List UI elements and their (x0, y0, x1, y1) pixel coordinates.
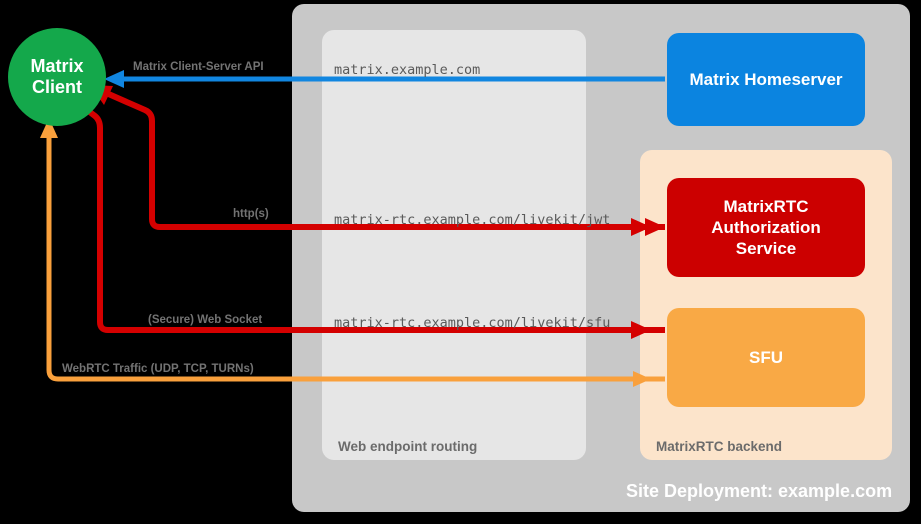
web-endpoint-routing-container (322, 30, 586, 460)
node-matrixrtc-authorization-service[interactable]: MatrixRTC Authorization Service (667, 178, 865, 277)
sfu-label: SFU (749, 347, 783, 367)
auth-label-line2: Authorization (711, 217, 821, 237)
caption-matrixrtc-backend: MatrixRTC backend (656, 439, 783, 454)
endpoint-url-jwt: matrix-rtc.example.com/livekit/jwt (334, 212, 611, 228)
node-matrix-homeserver[interactable]: Matrix Homeserver (667, 33, 865, 126)
client-label-line1: Matrix (30, 56, 84, 77)
flow-label-https: http(s) (233, 208, 269, 220)
auth-label-line1: MatrixRTC (723, 196, 809, 216)
caption-web-endpoint-routing: Web endpoint routing (338, 439, 478, 454)
caption-site-deployment: Site Deployment: example.com (626, 481, 893, 501)
node-sfu[interactable]: SFU (667, 308, 865, 407)
client-label-line2: Client (31, 77, 82, 97)
node-matrix-client[interactable]: Matrix Client (8, 28, 106, 126)
endpoint-url-matrix: matrix.example.com (334, 62, 481, 78)
homeserver-label: Matrix Homeserver (689, 69, 843, 89)
flow-label-cs-api: Matrix Client-Server API (133, 61, 264, 73)
flow-cs-api-arrow (104, 70, 665, 88)
flow-webrtc-arrow (40, 118, 665, 387)
auth-label-line3: Service (735, 239, 797, 259)
endpoint-url-sfu: matrix-rtc.example.com/livekit/sfu (334, 315, 611, 331)
flow-label-websocket: (Secure) Web Socket (148, 314, 263, 326)
flow-label-webrtc: WebRTC Traffic (UDP, TCP, TURNs) (62, 363, 254, 375)
